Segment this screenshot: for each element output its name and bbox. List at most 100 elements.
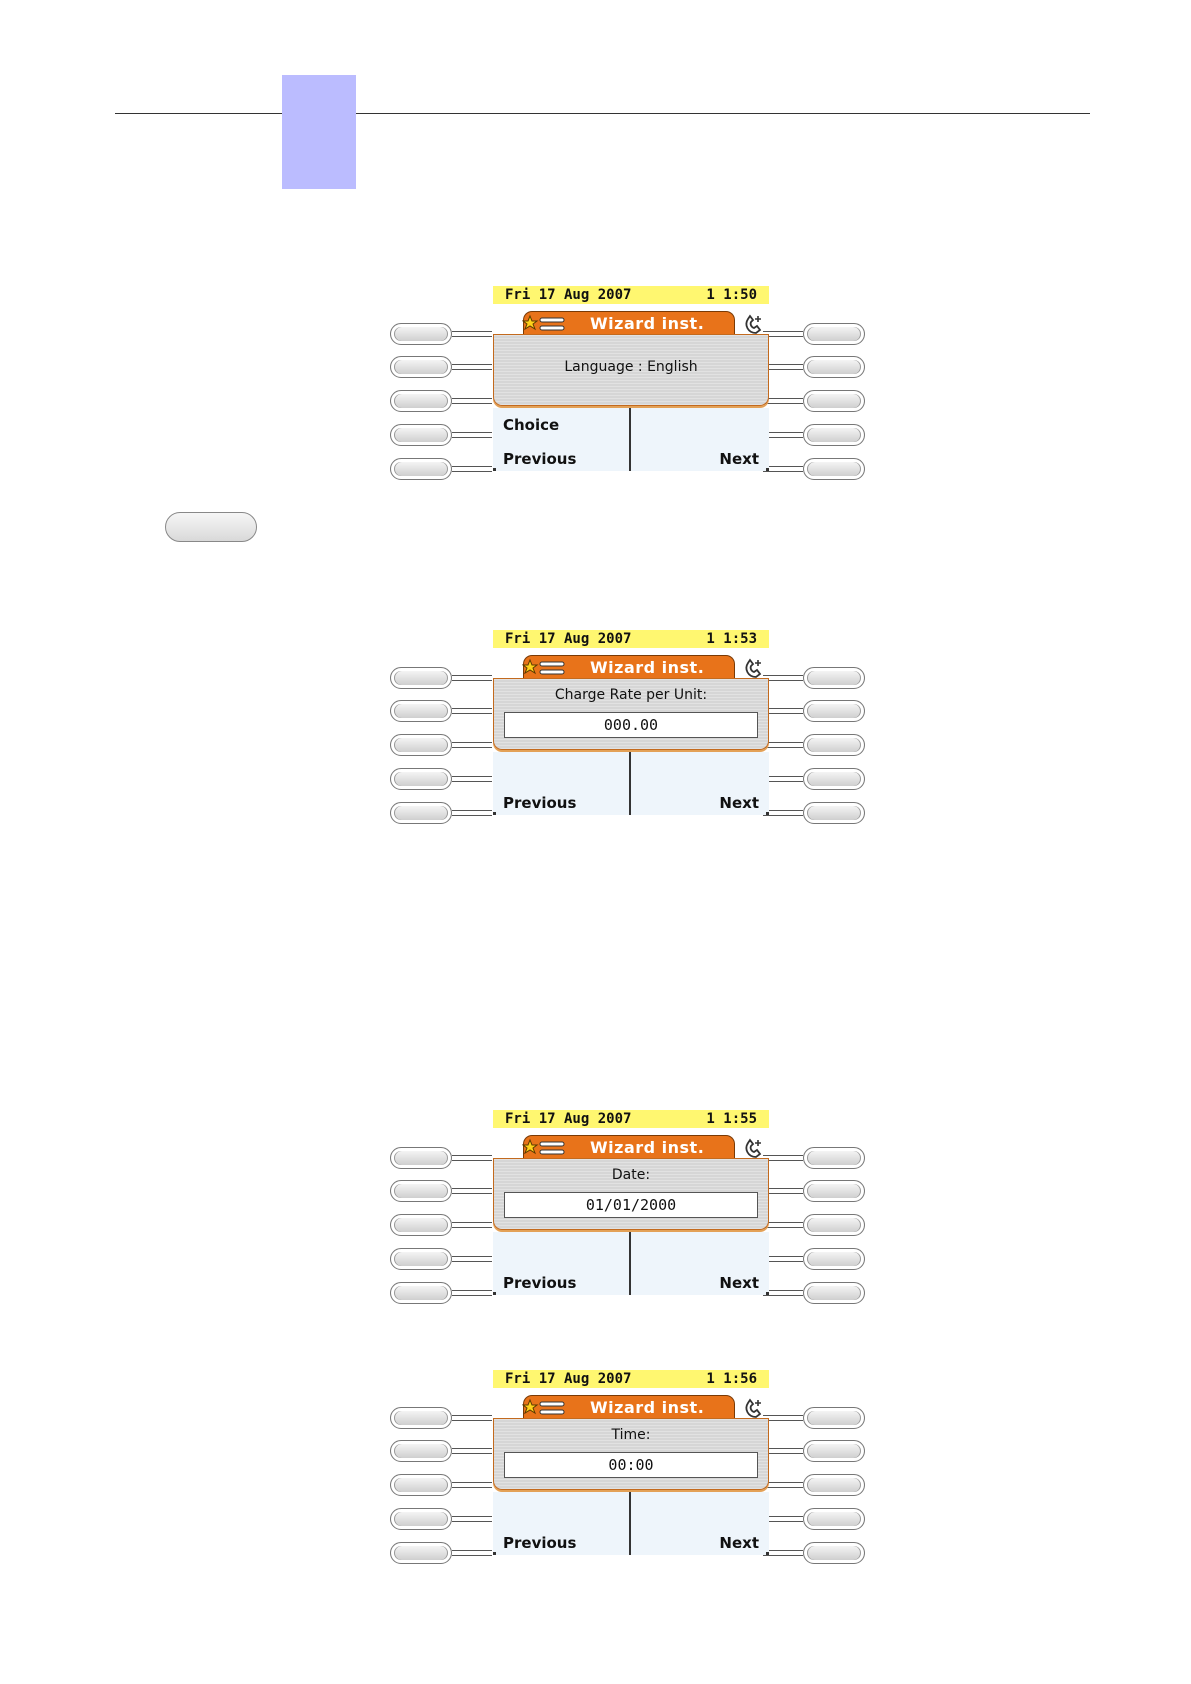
right-softkey-1[interactable] [803, 1147, 865, 1169]
left-softkey-4[interactable] [390, 1248, 452, 1270]
softkey-next[interactable]: Next [719, 1534, 759, 1552]
left-softkey-5[interactable] [390, 458, 452, 480]
connector [763, 1290, 803, 1296]
connector [452, 675, 492, 681]
right-softkey-1[interactable] [803, 323, 865, 345]
right-softkey-3[interactable] [803, 1214, 865, 1236]
left-softkey-1[interactable] [390, 1147, 452, 1169]
softkey-area: Previous Next [493, 1232, 769, 1295]
connector [452, 1516, 492, 1522]
left-softkey-2[interactable] [390, 356, 452, 378]
left-softkey-5[interactable] [390, 1542, 452, 1564]
left-softkey-5[interactable] [390, 802, 452, 824]
connector [452, 432, 492, 438]
right-softkey-2[interactable] [803, 1440, 865, 1462]
screen-title: Wizard inst. [590, 658, 704, 677]
connector [452, 466, 492, 472]
left-softkey-2[interactable] [390, 1180, 452, 1202]
softkey-previous[interactable]: Previous [503, 450, 576, 468]
connector [452, 1155, 492, 1161]
connector [452, 1290, 492, 1296]
left-softkey-3[interactable] [390, 390, 452, 412]
right-softkey-4[interactable] [803, 1508, 865, 1530]
status-bar: Fri 17 Aug 2007 1 1:53 [493, 630, 769, 648]
left-softkey-3[interactable] [390, 1214, 452, 1236]
connector [763, 1188, 803, 1194]
connector [452, 1550, 492, 1556]
connector [763, 432, 803, 438]
corner-mark [493, 1552, 496, 1555]
corner-mark [766, 1552, 769, 1555]
connector [452, 1256, 492, 1262]
connector [763, 1256, 803, 1262]
softkey-divider [629, 1492, 631, 1555]
right-softkey-4[interactable] [803, 424, 865, 446]
right-softkey-3[interactable] [803, 1474, 865, 1496]
left-softkey-4[interactable] [390, 768, 452, 790]
connector [763, 1516, 803, 1522]
status-date: Fri 17 Aug 2007 [505, 286, 631, 304]
connector [763, 1482, 803, 1488]
right-softkey-4[interactable] [803, 1248, 865, 1270]
softkey-area: Choice Previous Next [493, 408, 769, 471]
phone-screen-charge-rate: Fri 17 Aug 2007 1 1:53 Wizard inst. Char… [385, 630, 870, 815]
phone-screen-date: Fri 17 Aug 2007 1 1:55 Wizard inst. Date… [385, 1110, 870, 1295]
connector [452, 1448, 492, 1454]
wizard-tools-icon [522, 313, 570, 335]
softkey-button-illustration [165, 512, 257, 542]
right-softkey-1[interactable] [803, 1407, 865, 1429]
softkey-area: Previous Next [493, 1492, 769, 1555]
right-softkey-5[interactable] [803, 1282, 865, 1304]
connector [452, 1222, 492, 1228]
connector [763, 810, 803, 816]
right-softkey-2[interactable] [803, 356, 865, 378]
softkey-previous[interactable]: Previous [503, 1274, 576, 1292]
phone-screen-language: Fri 17 Aug 2007 1 1:50 Wizard inst. Lang… [385, 286, 870, 471]
right-softkey-3[interactable] [803, 734, 865, 756]
left-softkey-4[interactable] [390, 1508, 452, 1530]
wizard-tools-icon [522, 657, 570, 679]
corner-mark [766, 812, 769, 815]
corner-mark [766, 468, 769, 471]
main-display: Time: 00:00 [493, 1418, 769, 1490]
phone-screen-time: Fri 17 Aug 2007 1 1:56 Wizard inst. Time… [385, 1370, 870, 1555]
right-softkey-5[interactable] [803, 458, 865, 480]
title-tab: Wizard inst. [523, 311, 735, 335]
display-caption: Language : English [494, 359, 768, 375]
right-softkey-4[interactable] [803, 768, 865, 790]
right-softkey-5[interactable] [803, 1542, 865, 1564]
softkey-previous[interactable]: Previous [503, 794, 576, 812]
main-display: Charge Rate per Unit: 000.00 [493, 678, 769, 750]
left-softkey-5[interactable] [390, 1282, 452, 1304]
right-softkey-2[interactable] [803, 700, 865, 722]
display-caption: Date: [494, 1167, 768, 1183]
left-softkey-3[interactable] [390, 734, 452, 756]
left-softkey-1[interactable] [390, 667, 452, 689]
date-input[interactable]: 01/01/2000 [504, 1192, 758, 1218]
status-bar: Fri 17 Aug 2007 1 1:55 [493, 1110, 769, 1128]
softkey-next[interactable]: Next [719, 450, 759, 468]
left-softkey-2[interactable] [390, 1440, 452, 1462]
right-softkey-2[interactable] [803, 1180, 865, 1202]
left-softkey-2[interactable] [390, 700, 452, 722]
time-input[interactable]: 00:00 [504, 1452, 758, 1478]
left-softkey-1[interactable] [390, 1407, 452, 1429]
softkey-next[interactable]: Next [719, 794, 759, 812]
softkey-divider [629, 408, 631, 471]
right-softkey-3[interactable] [803, 390, 865, 412]
left-softkey-4[interactable] [390, 424, 452, 446]
connector [763, 1155, 803, 1161]
softkey-next[interactable]: Next [719, 1274, 759, 1292]
connector [763, 675, 803, 681]
charge-rate-input[interactable]: 000.00 [504, 712, 758, 738]
softkey-choice[interactable]: Choice [503, 416, 559, 434]
left-softkey-1[interactable] [390, 323, 452, 345]
right-softkey-5[interactable] [803, 802, 865, 824]
softkey-previous[interactable]: Previous [503, 1534, 576, 1552]
status-date: Fri 17 Aug 2007 [505, 1370, 631, 1388]
corner-mark [493, 812, 496, 815]
title-tab: Wizard inst. [523, 1395, 735, 1419]
right-softkey-1[interactable] [803, 667, 865, 689]
left-softkey-3[interactable] [390, 1474, 452, 1496]
status-time: 1 1:56 [706, 1370, 757, 1388]
